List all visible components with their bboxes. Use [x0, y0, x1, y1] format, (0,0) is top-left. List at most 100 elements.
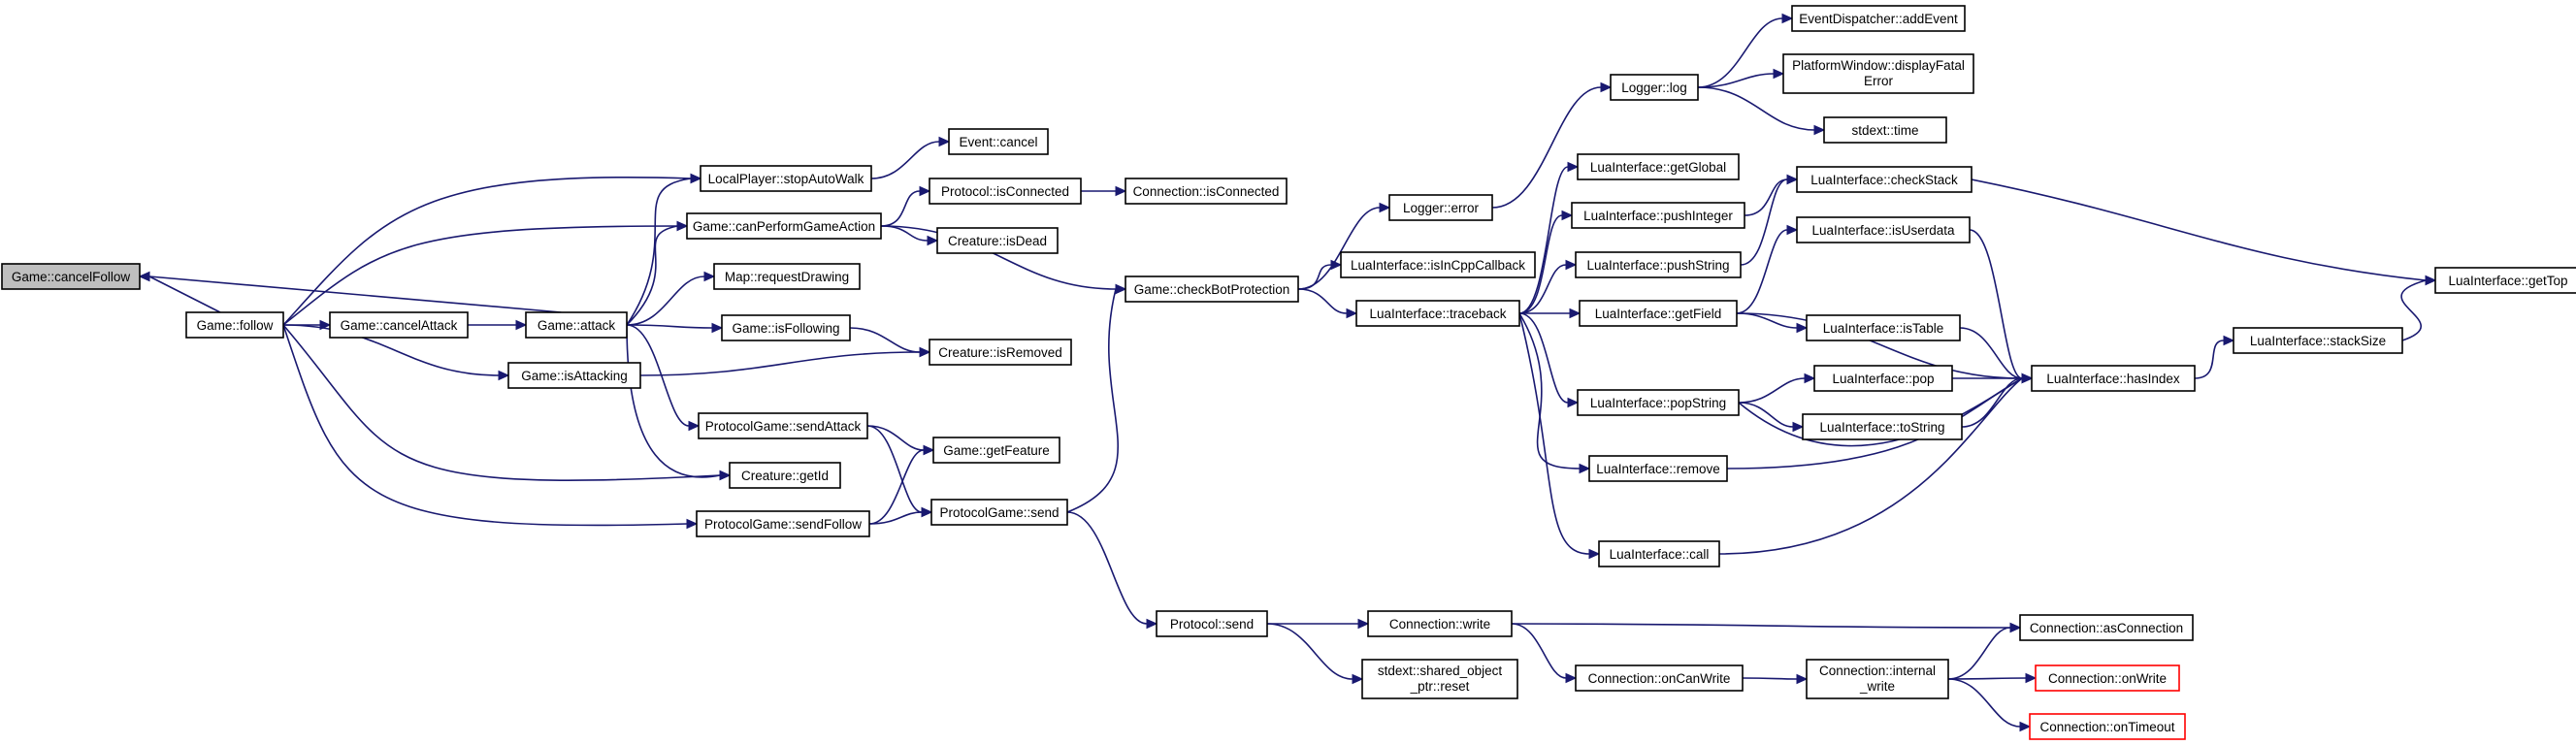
node-label-stackSize: LuaInterface::stackSize: [2250, 334, 2386, 348]
edge-protoSend-to-sharedReset: [1266, 623, 1353, 680]
edge-log-to-time: [1697, 86, 1815, 131]
node-label-error: Logger::error: [1403, 201, 1480, 215]
node-sendFollow[interactable]: ProtocolGame::sendFollow: [696, 510, 870, 537]
edge-layer: [138, 13, 2437, 732]
arrowhead-isFollowing-to-isRemoved: [919, 346, 931, 358]
node-log[interactable]: Logger::log: [1610, 74, 1699, 101]
node-label-getField: LuaInterface::getField: [1595, 307, 1722, 321]
node-time[interactable]: stdext::time: [1823, 116, 1947, 144]
node-getGlobal[interactable]: LuaInterface::getGlobal: [1577, 153, 1740, 180]
node-addEvent[interactable]: EventDispatcher::addEvent: [1791, 5, 1966, 32]
node-popString[interactable]: LuaInterface::popString: [1577, 389, 1740, 416]
node-isInCpp[interactable]: LuaInterface::isInCppCallback: [1340, 251, 1536, 278]
arrowhead-traceback-to-call: [1588, 548, 1601, 560]
node-onWrite[interactable]: Connection::onWrite: [2035, 664, 2180, 692]
node-label-log: Logger::log: [1621, 81, 1687, 95]
node-box-protoSend: [1156, 610, 1268, 637]
node-onTimeout[interactable]: Connection::onTimeout: [2029, 713, 2186, 740]
node-box-canPerform: [686, 212, 882, 240]
node-connWrite[interactable]: Connection::write: [1367, 610, 1513, 637]
node-box-isFollowing: [721, 314, 851, 341]
node-connIsConnected[interactable]: Connection::isConnected: [1125, 178, 1288, 205]
arrowhead-attack-to-isFollowing: [711, 322, 724, 334]
node-box-call: [1598, 540, 1720, 567]
node-box-sharedReset: [1361, 659, 1518, 699]
edge-connWrite-to-asConnection: [1511, 623, 2011, 629]
node-remove[interactable]: LuaInterface::remove: [1588, 455, 1728, 482]
node-pushInteger[interactable]: LuaInterface::pushInteger: [1571, 202, 1745, 229]
node-box-onWrite: [2035, 664, 2180, 692]
node-toString[interactable]: LuaInterface::toString: [1802, 413, 1963, 440]
node-asConnection[interactable]: Connection::asConnection: [2019, 614, 2194, 641]
node-stackSize[interactable]: LuaInterface::stackSize: [2233, 327, 2403, 354]
arrowhead-checkBot-to-isInCpp: [1330, 259, 1343, 271]
node-getTop[interactable]: LuaInterface::getTop: [2434, 267, 2576, 294]
node-checkBot[interactable]: Game::checkBotProtection: [1125, 275, 1299, 303]
node-stopAutoWalk[interactable]: LocalPlayer::stopAutoWalk: [700, 165, 872, 192]
node-isAttacking[interactable]: Game::isAttacking: [507, 362, 641, 389]
node-box-onCanWrite: [1575, 664, 1744, 692]
edge-stopAutoWalk-to-eventCancel: [870, 141, 940, 179]
node-box-onTimeout: [2029, 713, 2186, 740]
arrowhead-checkBot-to-traceback: [1346, 308, 1358, 319]
node-isRemoved[interactable]: Creature::isRemoved: [929, 339, 1072, 366]
edge-traceback-to-remove: [1518, 312, 1581, 470]
node-isTable[interactable]: LuaInterface::isTable: [1806, 314, 1961, 341]
node-isUserdata[interactable]: LuaInterface::isUserdata: [1796, 216, 1971, 243]
arrowhead-pgSend-to-checkBot: [1115, 283, 1127, 295]
node-box-checkBot: [1125, 275, 1299, 303]
node-box-follow: [185, 311, 284, 339]
node-attack[interactable]: Game::attack: [525, 311, 628, 339]
node-traceback[interactable]: LuaInterface::traceback: [1355, 300, 1520, 327]
edge-getField-to-isTable: [1736, 312, 1798, 329]
node-cancelAttack[interactable]: Game::cancelAttack: [329, 311, 469, 339]
node-canPerform[interactable]: Game::canPerformGameAction: [686, 212, 882, 240]
arrowhead-sendFollow-to-getFeature: [923, 444, 935, 456]
node-internalWrite[interactable]: Connection::internal_write: [1806, 659, 1949, 699]
edge-pushInteger-to-checkStack: [1744, 178, 1788, 216]
node-cancelFollow[interactable]: Game::cancelFollow: [1, 263, 141, 290]
node-getId[interactable]: Creature::getId: [729, 462, 841, 489]
node-error[interactable]: Logger::error: [1388, 194, 1493, 221]
node-getField[interactable]: LuaInterface::getField: [1579, 300, 1738, 327]
node-getFeature[interactable]: Game::getFeature: [932, 437, 1060, 464]
node-label-getId: Creature::getId: [741, 469, 829, 483]
node-label-attack: Game::attack: [538, 318, 616, 333]
arrowhead-internalWrite-to-onWrite: [2025, 672, 2038, 684]
node-onCanWrite[interactable]: Connection::onCanWrite: [1575, 664, 1744, 692]
node-protoIsConnected[interactable]: Protocol::isConnected: [929, 178, 1082, 205]
arrowhead-attack-to-stopAutoWalk: [690, 173, 702, 184]
node-sendAttack[interactable]: ProtocolGame::sendAttack: [698, 412, 868, 439]
node-follow[interactable]: Game::follow: [185, 311, 284, 339]
edge-pgSend-to-protoSend: [1066, 511, 1148, 625]
arrowhead-protoIsConnected-to-connIsConnected: [1115, 185, 1127, 197]
node-label-remove: LuaInterface::remove: [1596, 462, 1720, 476]
arrowhead-stackSize-to-getTop: [2425, 275, 2437, 286]
node-box-checkStack: [1796, 166, 1973, 193]
node-isDead[interactable]: Creature::isDead: [936, 227, 1059, 254]
node-box-getTop: [2434, 267, 2576, 294]
edge-traceback-to-pushString: [1518, 264, 1567, 314]
node-requestDrawing[interactable]: Map::requestDrawing: [713, 263, 861, 290]
node-eventCancel[interactable]: Event::cancel: [948, 128, 1049, 155]
node-box-pushString: [1575, 251, 1742, 278]
node-pop[interactable]: LuaInterface::pop: [1813, 365, 1953, 392]
node-pushString[interactable]: LuaInterface::pushString: [1575, 251, 1742, 278]
node-box-hasIndex: [2031, 365, 2196, 392]
arrowhead-protoSend-to-sharedReset: [1352, 673, 1364, 685]
node-checkStack[interactable]: LuaInterface::checkStack: [1796, 166, 1973, 193]
edge-popString-to-pop: [1738, 377, 1806, 404]
arrowhead-protoSend-to-connWrite: [1357, 618, 1370, 630]
node-call[interactable]: LuaInterface::call: [1598, 540, 1720, 567]
edge-checkBot-to-traceback: [1297, 288, 1348, 314]
node-label-isDead: Creature::isDead: [948, 234, 1047, 248]
node-isFollowing[interactable]: Game::isFollowing: [721, 314, 851, 341]
node-sharedReset[interactable]: stdext::shared_object_ptr::reset: [1361, 659, 1518, 699]
node-protoSend[interactable]: Protocol::send: [1156, 610, 1268, 637]
node-pgSend[interactable]: ProtocolGame::send: [930, 499, 1068, 526]
node-hasIndex[interactable]: LuaInterface::hasIndex: [2031, 365, 2196, 392]
node-label-follow: Game::follow: [197, 318, 274, 333]
